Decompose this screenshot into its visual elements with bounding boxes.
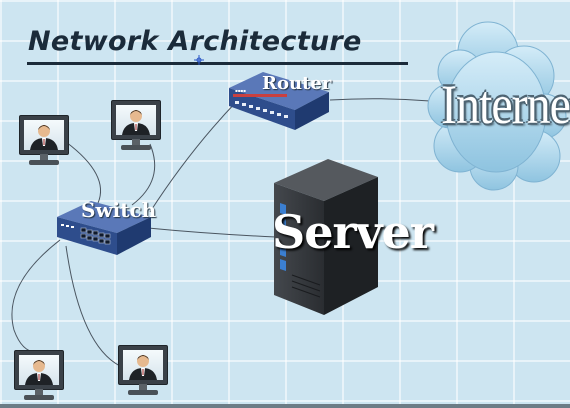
- internet-cloud-icon: [427, 21, 567, 191]
- link-router-internet: [329, 98, 431, 102]
- title-underline: [27, 62, 408, 65]
- server-label: Server: [272, 205, 434, 259]
- workstation-2: [111, 100, 161, 152]
- link-switch-router: [149, 99, 239, 213]
- workstation-3: [14, 350, 64, 402]
- link-switch-workstation-2: [131, 143, 156, 206]
- workstation-1: [19, 115, 69, 167]
- link-switch-workstation-4: [65, 245, 121, 367]
- user-avatar-icon: [19, 355, 59, 385]
- switch-label: Switch: [81, 198, 157, 222]
- user-avatar-icon: [123, 350, 163, 380]
- monitor-screen: [111, 100, 161, 140]
- server-tower-icon: [274, 159, 378, 315]
- link-switch-workstation-3: [11, 239, 61, 353]
- router-label: Router: [262, 73, 332, 94]
- link-switch-workstation-1: [65, 141, 102, 204]
- switch-icon: [57, 201, 151, 255]
- workstation-4: [118, 345, 168, 397]
- diagram-title: Network Architecture: [28, 26, 362, 57]
- internet-label: Internet: [441, 74, 570, 136]
- monitor-screen: [14, 350, 64, 390]
- link-switch-server: [147, 227, 277, 238]
- user-avatar-icon: [116, 105, 156, 135]
- monitor-screen: [118, 345, 168, 385]
- monitor-screen: [19, 115, 69, 155]
- crosshair-cursor-icon: [194, 55, 204, 65]
- user-avatar-icon: [24, 120, 64, 150]
- svg-text:▪▪▪▪: ▪▪▪▪: [235, 88, 246, 93]
- router-icon: ▪▪▪▪: [229, 72, 329, 130]
